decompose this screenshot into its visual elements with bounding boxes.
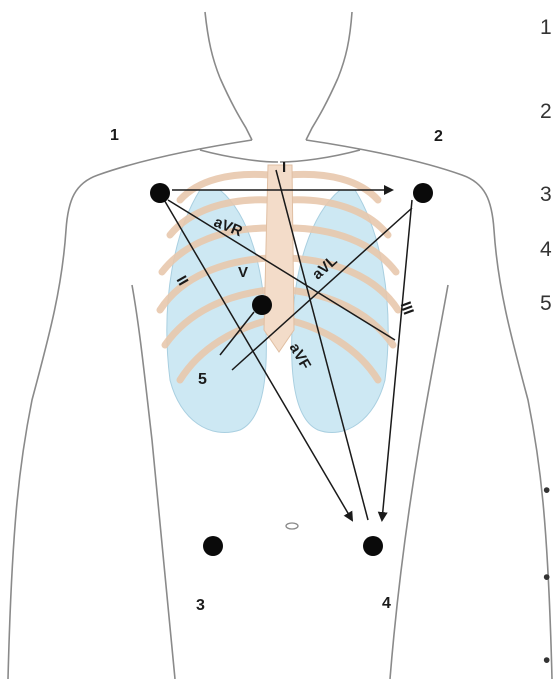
electrode-1 xyxy=(150,183,170,203)
side-number-2: 2 xyxy=(540,100,552,123)
electrode-label-1: 1 xyxy=(110,127,119,144)
lead-label-V: V xyxy=(238,264,248,281)
electrode-label-5: 5 xyxy=(198,371,207,388)
electrode-label-4: 4 xyxy=(382,595,391,612)
side-number-1: 1 xyxy=(540,16,552,39)
side-number-3: 3 xyxy=(540,183,552,206)
electrode-5 xyxy=(252,295,272,315)
navel xyxy=(286,523,298,529)
side-list: 1 2 3 4 5 • • • xyxy=(540,16,552,672)
sternum xyxy=(264,165,294,352)
electrode-4 xyxy=(363,536,383,556)
electrode-label-3: 3 xyxy=(196,597,205,614)
side-bullet-1: • xyxy=(543,479,550,502)
electrode-3 xyxy=(203,536,223,556)
electrode-2 xyxy=(413,183,433,203)
side-number-4: 4 xyxy=(540,238,552,261)
electrode-label-2: 2 xyxy=(434,128,443,145)
side-bullet-3: • xyxy=(543,649,550,672)
side-number-5: 5 xyxy=(540,292,552,315)
side-bullet-2: • xyxy=(543,566,550,589)
lead-label-I: I xyxy=(282,159,286,176)
lead-label-III: III xyxy=(397,299,417,317)
